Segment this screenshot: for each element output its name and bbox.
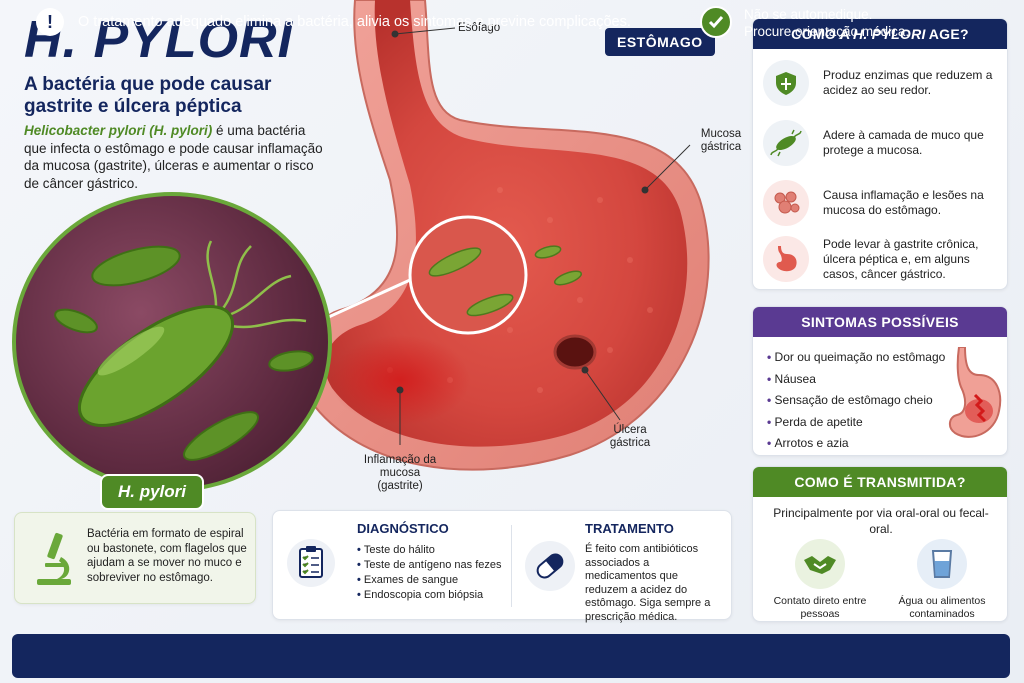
how-item: Causa inflamação e lesões na mucosa do e… bbox=[763, 177, 1003, 229]
clipboard-icon bbox=[299, 546, 323, 578]
section-divider bbox=[511, 525, 512, 607]
list-item: Exames de sangue bbox=[357, 573, 502, 588]
inflammation-area bbox=[330, 335, 470, 425]
transmission-item: Contato direto entre pessoas bbox=[765, 539, 875, 621]
page-subtitle: A bactéria que pode causar gastrite e úl… bbox=[24, 74, 272, 117]
bacterium-closeup bbox=[12, 192, 332, 492]
handshake-icon bbox=[795, 539, 845, 589]
list-item: Sensação de estômago cheio bbox=[767, 390, 945, 412]
transmission-item: Água ou alimentos contaminados bbox=[887, 539, 997, 621]
list-item: Dor ou queimação no estômago bbox=[767, 347, 946, 369]
morphology-card: Bactéria em formato de espiral ou baston… bbox=[14, 512, 256, 604]
footer-advice-line: Procure orientação médica. bbox=[744, 24, 910, 39]
inflamed-tissue-icon bbox=[763, 180, 809, 226]
shield-icon bbox=[763, 60, 809, 106]
list-item: Teste do hálito bbox=[357, 543, 502, 558]
clipboard-icon-wrap bbox=[287, 539, 335, 587]
footer-message: O tratamento adequado elimina a bactéria… bbox=[78, 14, 631, 30]
transmission-card: COMO É TRANSMITIDA? Principalmente por v… bbox=[752, 466, 1008, 622]
checkmark-icon bbox=[700, 6, 732, 38]
bacteria-icon bbox=[763, 120, 809, 166]
bacterium-tag: H. pylori bbox=[100, 474, 205, 510]
label-esophagus: Esôfago bbox=[458, 22, 501, 34]
stomach-illustration bbox=[298, 0, 710, 471]
intro-paragraph: Helicobacter pylori (H. pylori) é uma ba… bbox=[24, 122, 324, 192]
list-item: Arrotos e azia bbox=[767, 433, 945, 455]
bacteria-group bbox=[428, 245, 583, 317]
page-title: H. PYLORI bbox=[24, 11, 294, 69]
how-it-acts-card: COMO A H. PYLORI AGE? Produz enzimas que… bbox=[752, 18, 1008, 290]
symptoms-heading: SINTOMAS POSSÍVEIS bbox=[753, 307, 1007, 337]
list-item: Perda de apetite bbox=[767, 412, 945, 434]
list-item: Náusea bbox=[767, 369, 945, 391]
ulcer-hole bbox=[553, 334, 597, 370]
diagnosis-heading: DIAGNÓSTICO bbox=[357, 521, 449, 536]
diagnosis-list: Teste do hálito Teste de antígeno nas fe… bbox=[357, 543, 502, 603]
water-glass-icon bbox=[917, 539, 967, 589]
pill-icon-wrap bbox=[525, 541, 575, 591]
treatment-heading: TRATAMENTO bbox=[585, 521, 674, 536]
how-it-acts-heading: COMO A H. PYLORI AGE? bbox=[753, 19, 1007, 49]
stomach-tag: ESTÔMAGO bbox=[605, 28, 715, 56]
stomach-mucosa bbox=[324, 0, 688, 447]
label-inflammation: Inflamação da mucosa (gastrite) bbox=[363, 454, 437, 492]
zoom-circle bbox=[408, 215, 528, 335]
morphology-text: Bactéria em formato de espiral ou baston… bbox=[87, 528, 247, 584]
exclamation-icon: ! bbox=[36, 8, 64, 36]
symptoms-card: SINTOMAS POSSÍVEIS Dor ou queimação no e… bbox=[752, 306, 1008, 456]
footer-advice: Não se automedique. Procure orientação m… bbox=[744, 6, 909, 40]
pill-icon bbox=[536, 553, 564, 579]
sore-stomach-icon bbox=[949, 347, 1002, 438]
how-item: Produz enzimas que reduzem a acidez ao s… bbox=[763, 57, 1003, 109]
how-item: Adere à camada de muco que protege a muc… bbox=[763, 117, 1003, 169]
footer-banner bbox=[12, 634, 1010, 678]
label-mucosa: Mucosa gástrica bbox=[700, 128, 742, 153]
stomach-icon bbox=[763, 236, 809, 282]
label-ulcer: Úlcera gástrica bbox=[609, 424, 651, 449]
footer-advice-line: Não se automedique. bbox=[744, 7, 873, 22]
transmission-intro: Principalmente por via oral-oral ou feca… bbox=[773, 506, 989, 536]
scientific-name: Helicobacter pylori (H. pylori) bbox=[24, 123, 213, 138]
list-item: Teste de antígeno nas fezes bbox=[357, 558, 502, 573]
symptoms-list: Dor ou queimação no estômago Náusea Sens… bbox=[767, 347, 946, 455]
intro-text: é uma bactéria que infecta o estômago e … bbox=[24, 123, 323, 191]
how-item: Pode levar à gastrite crônica, úlcera pé… bbox=[763, 233, 1003, 285]
list-item: Endoscopia com biópsia bbox=[357, 588, 502, 603]
microscope-icon bbox=[37, 532, 71, 585]
diagnosis-treatment-card: DIAGNÓSTICO Teste do hálito Teste de ant… bbox=[272, 510, 732, 623]
treatment-text: É feito com antibióticos associados a me… bbox=[585, 543, 711, 623]
transmission-heading: COMO É TRANSMITIDA? bbox=[753, 467, 1007, 497]
bacterium-closeup-art bbox=[54, 240, 314, 461]
